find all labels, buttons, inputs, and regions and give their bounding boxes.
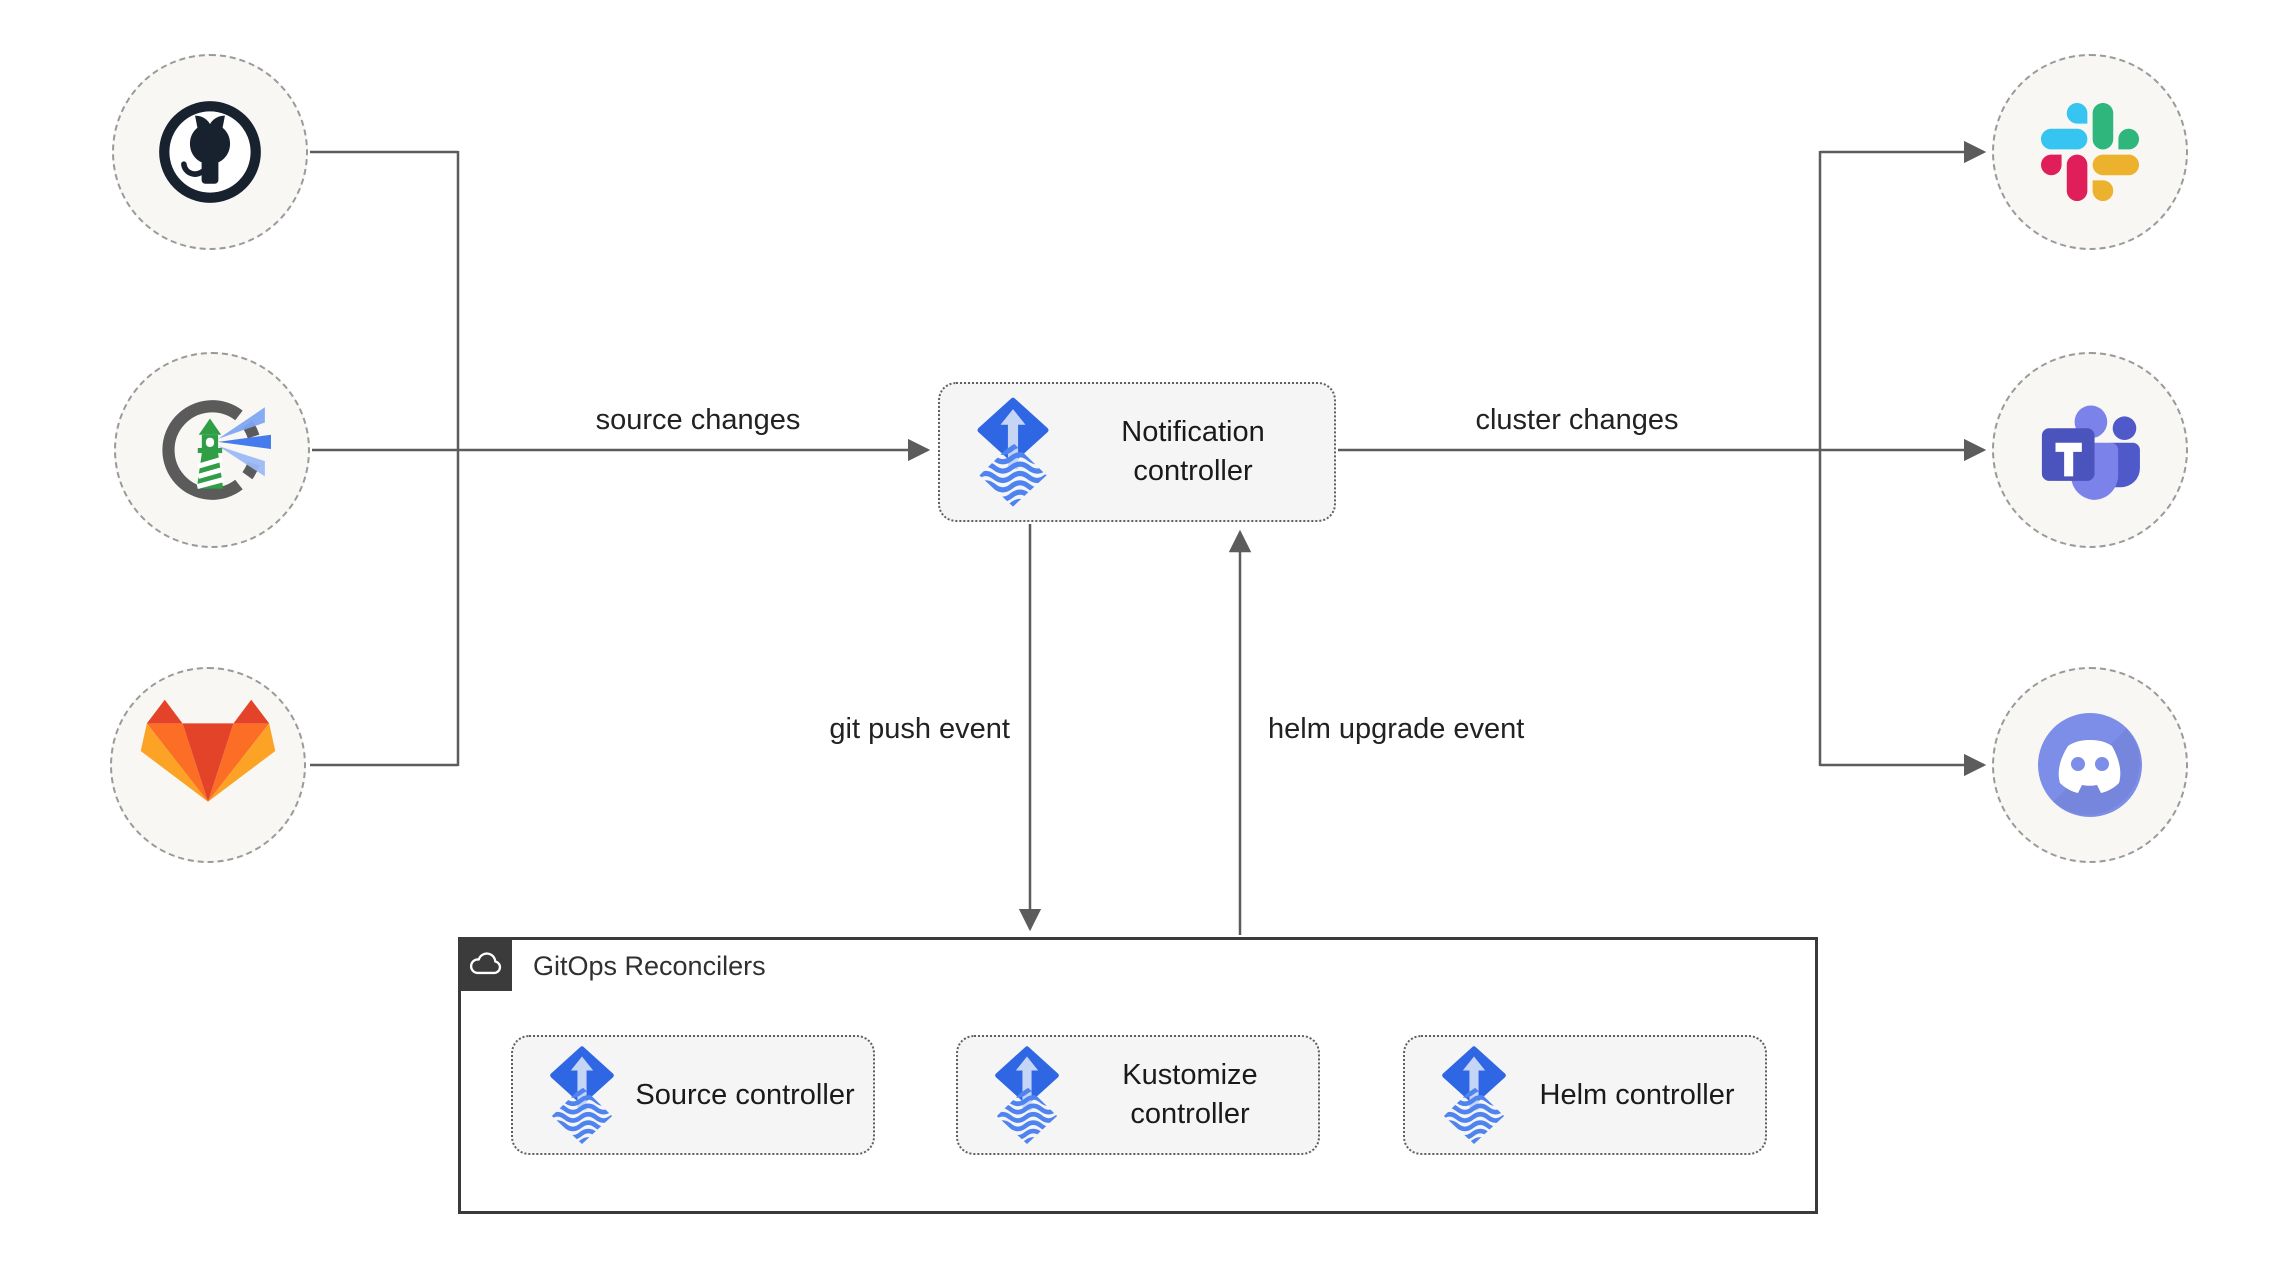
notification-controller-node: Notification controller [938, 382, 1336, 522]
gitops-reconcilers-container: GitOps Reconcilers Source controller Kus… [458, 937, 1818, 1214]
source-node-gitlab [110, 667, 306, 863]
flux-icon [547, 1045, 617, 1145]
flux-icon [1439, 1045, 1509, 1145]
gitlab-icon [140, 699, 276, 802]
kustomize-controller-node: Kustomize controller [956, 1035, 1320, 1155]
discord-icon [2038, 713, 2142, 817]
helm-controller-label: Helm controller [1539, 1078, 1735, 1111]
edge-label-source-changes: source changes [595, 404, 801, 436]
github-icon [159, 101, 261, 203]
flux-icon [992, 1045, 1062, 1145]
teams-icon [2041, 405, 2140, 500]
cloud-icon [470, 952, 502, 975]
source-node-github [112, 54, 308, 250]
notification-controller-label: Notification controller [1121, 416, 1265, 487]
slack-icon [2041, 103, 2139, 201]
harbor-icon [162, 400, 271, 500]
source-node-harbor [114, 352, 310, 548]
helm-controller-node: Helm controller [1403, 1035, 1767, 1155]
edge-left-trunk [310, 150, 460, 767]
edge-label-git-push-event: git push event [829, 713, 1010, 745]
target-node-slack [1992, 54, 2188, 250]
target-node-teams [1992, 352, 2188, 548]
target-node-discord [1992, 667, 2188, 863]
flux-icon [974, 397, 1052, 507]
source-controller-label: Source controller [635, 1078, 855, 1111]
source-controller-node: Source controller [511, 1035, 875, 1155]
container-title: GitOps Reconcilers [533, 951, 766, 981]
container-badge [458, 937, 512, 991]
edge-label-cluster-changes: cluster changes [1475, 404, 1679, 436]
kustomize-controller-label: Kustomize controller [1122, 1059, 1258, 1130]
edge-label-helm-upgrade-event: helm upgrade event [1268, 713, 1525, 745]
